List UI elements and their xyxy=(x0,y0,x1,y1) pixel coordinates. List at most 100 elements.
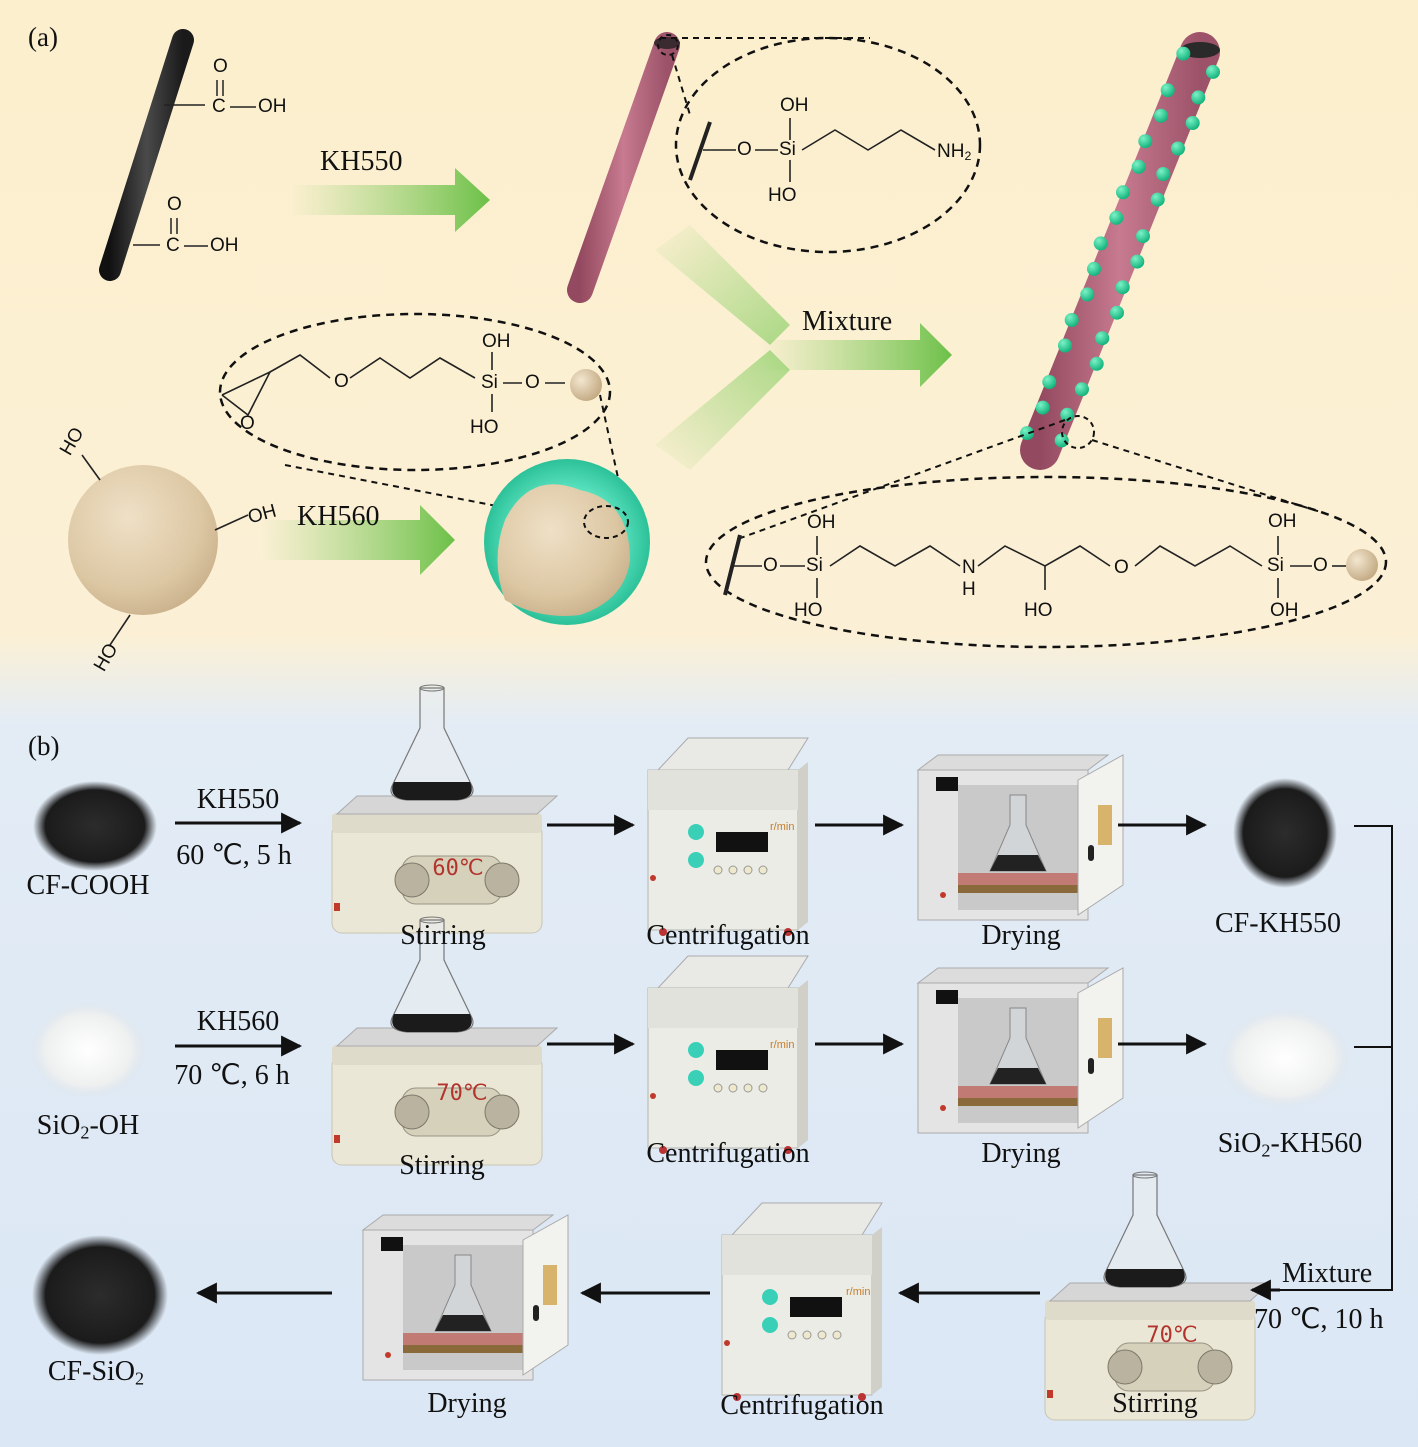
atom-c-1: C xyxy=(212,96,226,117)
prod-si-2: Si xyxy=(1267,555,1284,576)
nanoparticle-dot xyxy=(1171,141,1185,156)
kh550-o: O xyxy=(737,139,752,160)
sio2-oh-label: SiO2-OH xyxy=(36,1110,140,1143)
arrows-row2 xyxy=(175,1033,1208,1057)
oven-row2 xyxy=(917,967,1124,1134)
row3-condition: 70 ℃, 10 h xyxy=(1254,1304,1384,1335)
nanoparticle-dot xyxy=(1206,64,1220,79)
atom-c-2: C xyxy=(166,235,180,256)
sio2-ball-tiny xyxy=(570,369,602,401)
step-centrifugation-row1: Centrifugation xyxy=(646,920,810,951)
nanoparticle-dot xyxy=(1116,185,1130,200)
nanoparticle-dot xyxy=(1115,280,1130,295)
kh560-ho: HO xyxy=(470,417,499,438)
panel-a xyxy=(68,29,1388,649)
panel-b-label: (b) xyxy=(28,731,60,761)
prod-ho-1: HO xyxy=(794,600,823,621)
nanoparticle-dot xyxy=(1154,108,1168,123)
step-drying-row2: Drying xyxy=(981,1138,1061,1169)
stirrer-display-row1: 60℃ xyxy=(432,856,484,881)
sio2-ball-small xyxy=(1346,549,1378,581)
kh560-si: Si xyxy=(481,372,498,393)
nanoparticle-dot xyxy=(1020,426,1034,441)
mixture-arrow xyxy=(760,323,952,387)
nanoparticle-dot xyxy=(1087,261,1101,276)
atom-o-1: O xyxy=(213,56,228,77)
nanoparticle-dot xyxy=(1150,192,1165,207)
oven-row3 xyxy=(362,1214,569,1381)
stirrer-display-row2: 70℃ xyxy=(436,1081,488,1106)
prod-o-3: O xyxy=(1313,555,1328,576)
centrifuge-row3 xyxy=(721,1202,883,1402)
step-centrifugation-row2: Centrifugation xyxy=(646,1138,810,1169)
cf-sio2-fiber xyxy=(1020,32,1220,470)
kh560-o-link: O xyxy=(525,372,540,393)
nanoparticle-dot xyxy=(1131,159,1146,174)
prod-h: H xyxy=(962,579,976,600)
panel-a-label: (a) xyxy=(28,22,58,52)
step-stirring-row1: Stirring xyxy=(400,920,486,951)
centrifuge-unit-row1: r/min xyxy=(770,821,795,833)
prod-oh-1: OH xyxy=(807,512,836,533)
sio2-kh560-label: SiO2-KH560 xyxy=(1217,1128,1363,1161)
mixture-branch-lower xyxy=(655,350,790,470)
sio2-kh560-powder xyxy=(1220,1008,1350,1108)
nanoparticle-dot xyxy=(1110,305,1124,320)
centrifuge-row1 xyxy=(647,737,809,937)
nanoparticle-dot xyxy=(1191,90,1206,105)
step-stirring-row3: Stirring xyxy=(1112,1388,1198,1419)
mixture-label-a: Mixture xyxy=(802,306,893,337)
step-drying-row3: Drying xyxy=(427,1388,507,1419)
nanoparticle-dot xyxy=(1109,210,1124,225)
cf-sio2-powder xyxy=(32,1235,168,1355)
step-stirring-row2: Stirring xyxy=(399,1150,485,1181)
stirrer-display-row3: 70℃ xyxy=(1146,1323,1198,1348)
kh560-o-epoxy: O xyxy=(240,413,255,434)
atom-oh-1: OH xyxy=(258,96,287,117)
mixture-branch-upper xyxy=(655,225,790,345)
carbon-fiber-cooh xyxy=(99,29,256,281)
centrifuge-unit-row3: r/min xyxy=(846,1286,871,1298)
step-drying-row1: Drying xyxy=(981,920,1061,951)
prod-oh-3: OH xyxy=(1270,600,1299,621)
kh550-label: KH550 xyxy=(320,146,403,177)
arrows-row1 xyxy=(175,812,1208,836)
nanoparticle-dot xyxy=(1185,116,1200,130)
row1-condition: 60 ℃, 5 h xyxy=(176,840,292,871)
sio2-sphere xyxy=(68,465,218,615)
cf-sio2-label: CF-SiO2 xyxy=(47,1356,145,1389)
prod-n: N xyxy=(962,557,976,578)
kh560-molecule xyxy=(221,352,565,417)
kh560-o-ether: O xyxy=(334,371,349,392)
kh560-zoom-ellipse xyxy=(218,312,612,472)
sphere-hydroxyls xyxy=(81,454,249,646)
cf-kh550-label: CF-KH550 xyxy=(1214,908,1342,939)
kh550-reagent-label: KH550 xyxy=(196,784,280,815)
product-molecule xyxy=(723,534,1346,598)
nanoparticle-dot xyxy=(1130,254,1145,269)
nanoparticle-dot xyxy=(1080,287,1095,302)
prod-si-1: Si xyxy=(806,555,823,576)
kh560-label: KH560 xyxy=(297,501,380,532)
prod-o-2: O xyxy=(1114,557,1129,578)
nanoparticle-dot xyxy=(1093,236,1108,251)
coated-sphere-core xyxy=(497,484,630,616)
cf-kh550-powder xyxy=(1233,778,1337,888)
nanoparticle-dot xyxy=(1176,46,1191,61)
prod-oh-2: OH xyxy=(1268,511,1297,532)
panel-b xyxy=(30,684,1393,1421)
atom-o-2: O xyxy=(167,194,182,215)
centrifuge-unit-row2: r/min xyxy=(770,1039,795,1051)
nanoparticle-dot xyxy=(1064,313,1079,327)
nanoparticle-dot xyxy=(1035,400,1050,415)
mixture-label-b: Mixture xyxy=(1282,1258,1373,1289)
nanoparticle-dot xyxy=(1138,134,1153,149)
nanoparticle-dot xyxy=(1075,382,1089,397)
prod-o-1: O xyxy=(763,555,778,576)
nanoparticle-dot xyxy=(1058,338,1072,353)
kh550-si: Si xyxy=(779,139,796,160)
nanoparticle-dot xyxy=(1156,167,1171,181)
